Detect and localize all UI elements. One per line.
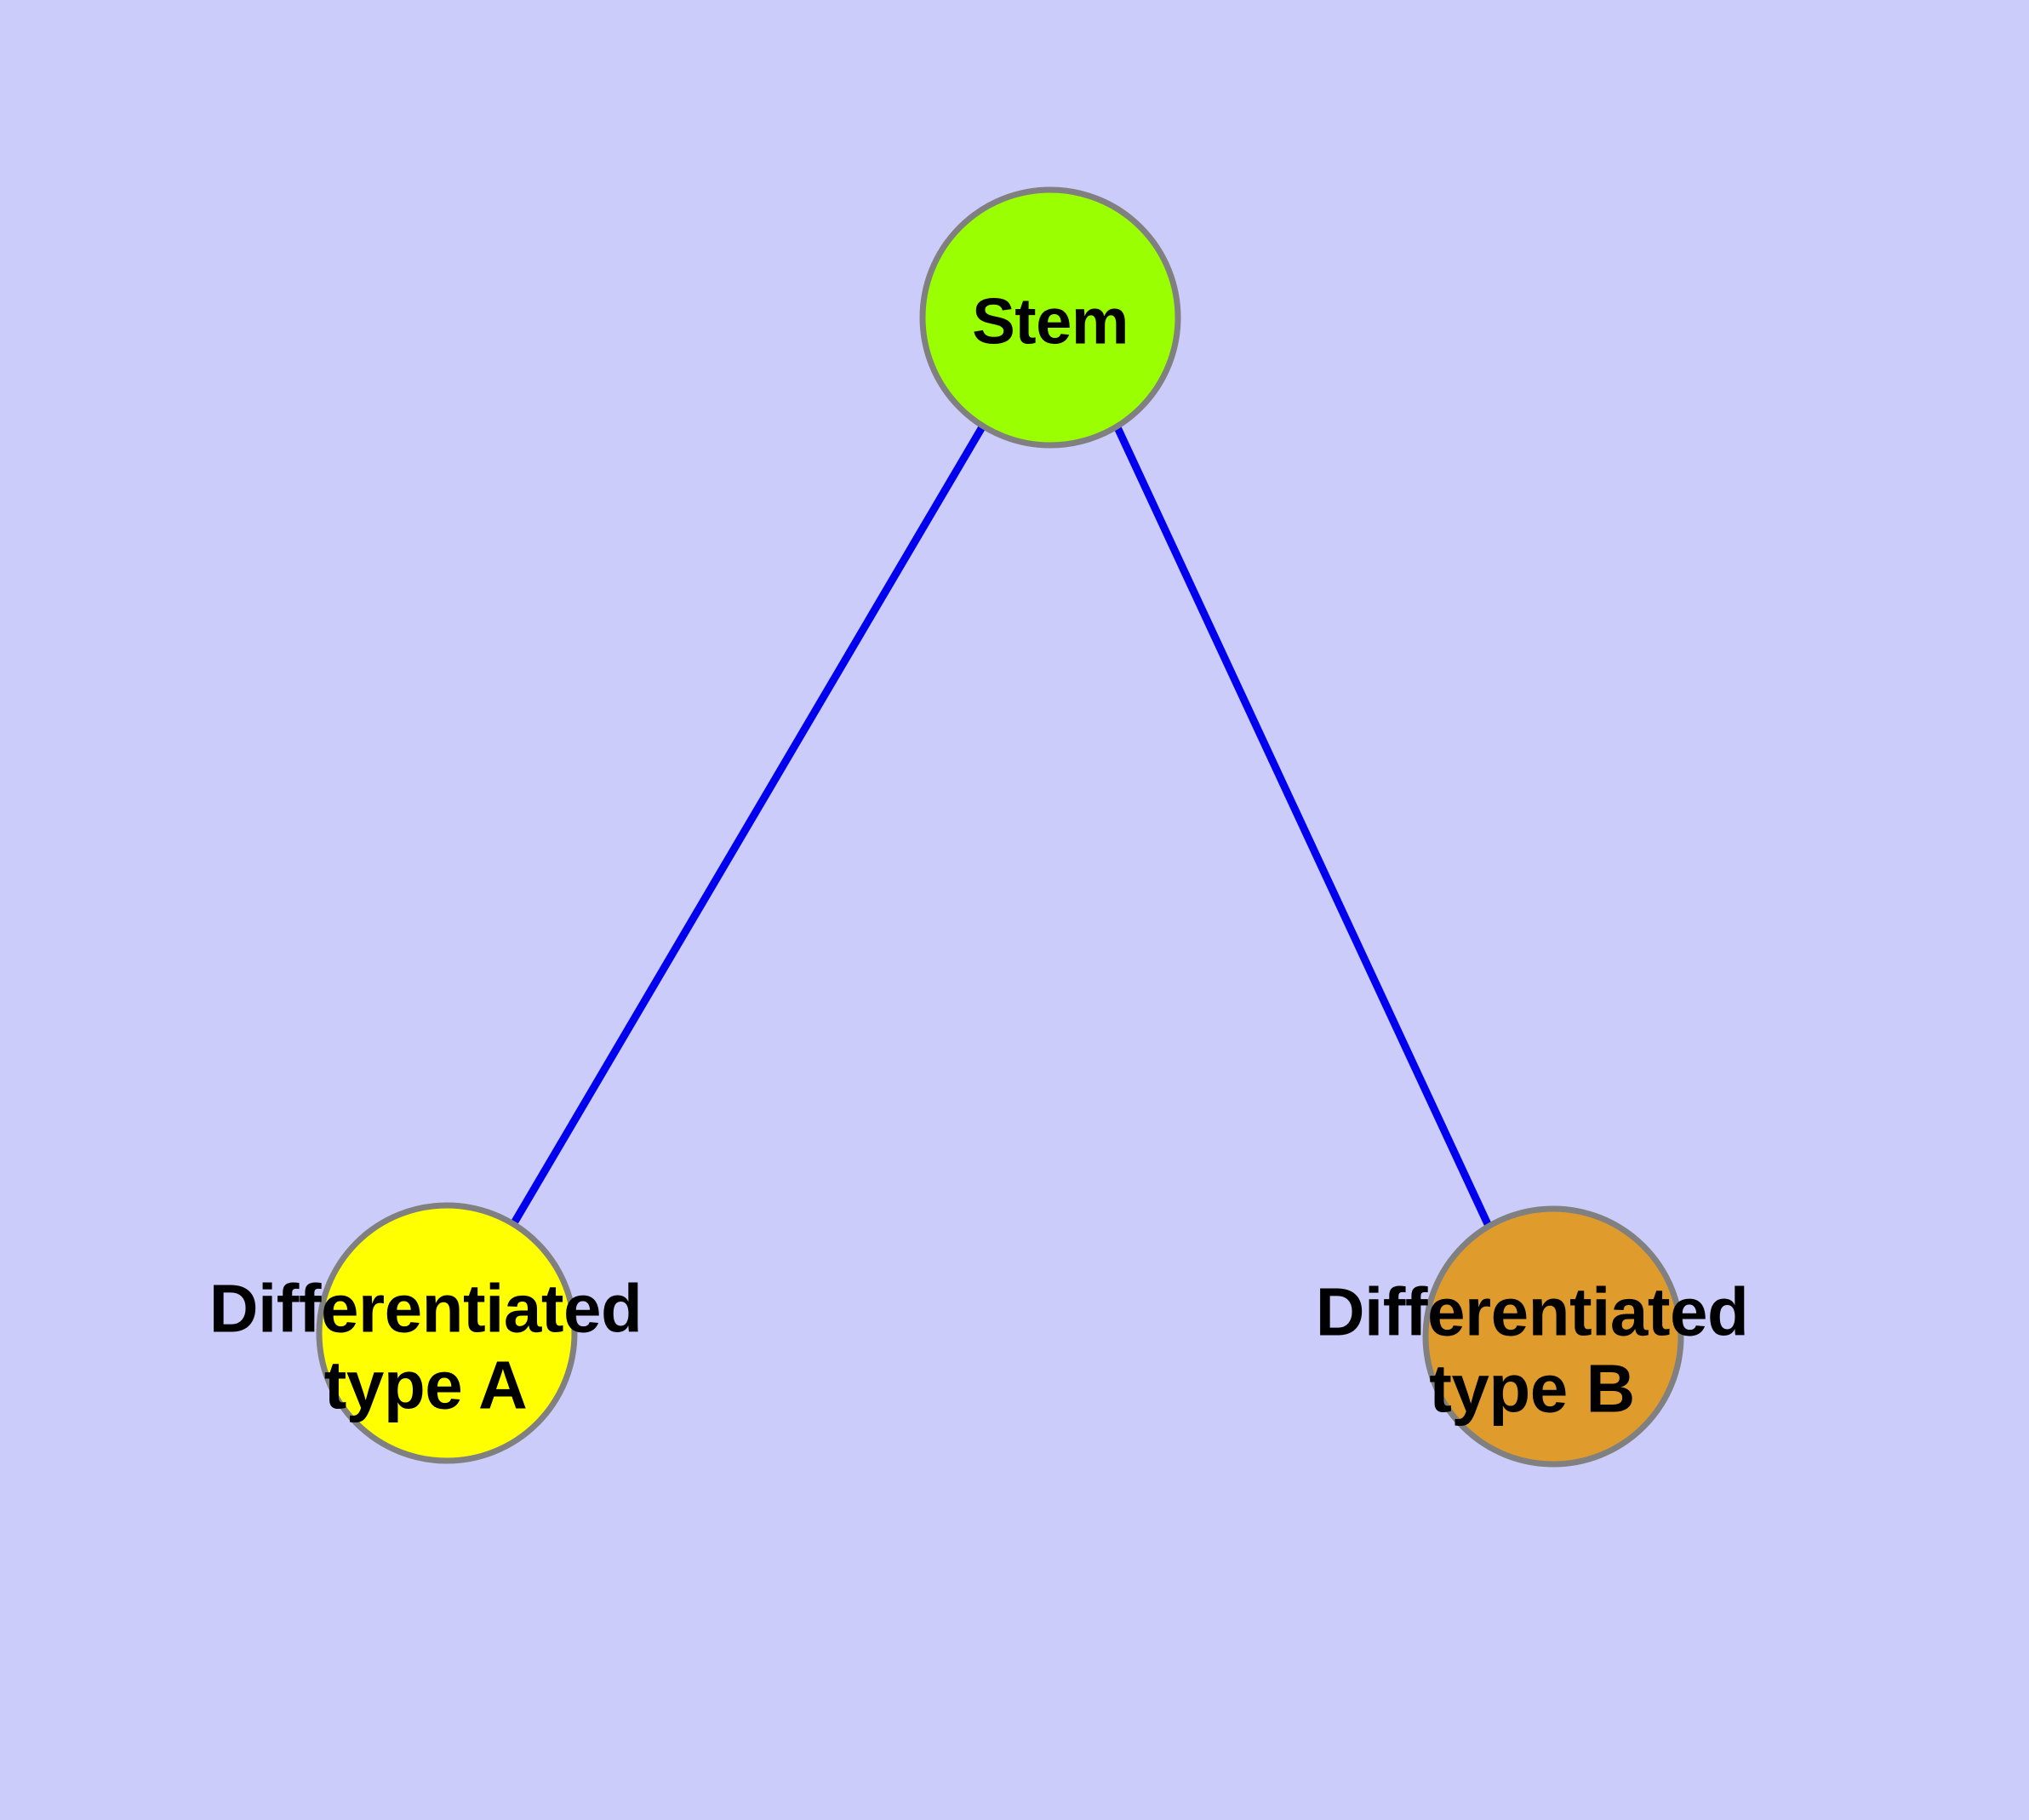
edge-stem-to-differentiated-type-b[interactable]	[1112, 424, 1492, 1226]
node-layer	[316, 186, 1684, 1468]
edge-stem-to-differentiated-type-a[interactable]	[512, 423, 986, 1224]
edge-layer	[512, 423, 1492, 1226]
node-differentiated-type-b[interactable]	[1422, 1205, 1684, 1468]
node-differentiated-type-a[interactable]	[316, 1202, 578, 1464]
node-stem[interactable]	[919, 186, 1181, 449]
